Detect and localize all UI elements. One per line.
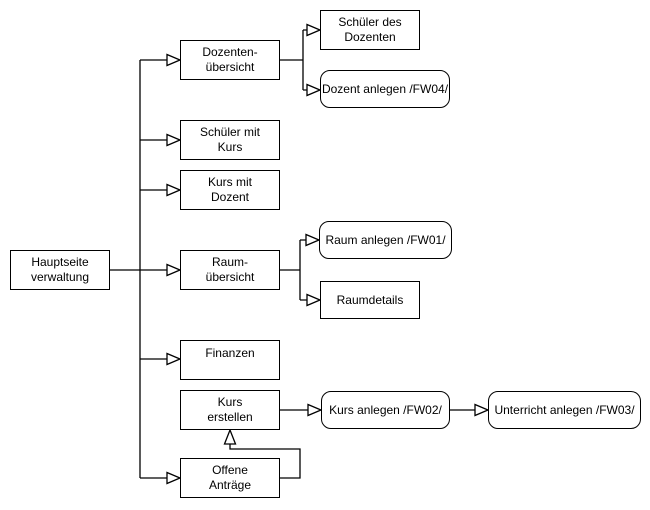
node-dozent-anlegen-fw04[interactable]: Dozent anlegen /FW04/	[320, 70, 450, 108]
node-label: Unterricht anlegen /FW03/	[494, 402, 635, 417]
node-raum-anlegen-fw01[interactable]: Raum anlegen /FW01/	[319, 221, 452, 259]
node-label: Raum anlegen /FW01/	[325, 232, 446, 247]
arrowhead-raumuebersicht	[166, 263, 182, 277]
arrowhead-offeneantraege	[166, 471, 182, 485]
node-label: Dozenten- übersicht	[202, 45, 258, 74]
arrowhead-kursmitdozent	[166, 183, 182, 197]
node-label: Dozent anlegen /FW04/	[321, 81, 449, 96]
arrowhead-unterrichtanlegen	[474, 403, 490, 417]
arrowhead-raumdetails	[306, 293, 322, 307]
arrowhead-schuelermitkurs	[166, 133, 182, 147]
arrowhead-raumanlegen	[305, 233, 321, 247]
node-label: Offene Anträge	[208, 463, 252, 492]
node-label: Raum- übersicht	[205, 255, 255, 284]
arrowhead-dozentenuebersicht	[166, 53, 182, 67]
node-hauptseite-verwaltung[interactable]: Hauptseite verwaltung	[10, 250, 110, 290]
node-raum-uebersicht[interactable]: Raum- übersicht	[180, 250, 280, 290]
edge-dozenten-children	[280, 29, 307, 91]
node-label: Kurs anlegen /FW02/	[329, 402, 442, 417]
node-label: Raumdetails	[336, 292, 404, 307]
edge-raum-children	[280, 239, 307, 301]
node-label: Hauptseite verwaltung	[30, 255, 90, 284]
node-dozenten-uebersicht[interactable]: Dozenten- übersicht	[180, 40, 280, 80]
node-schueler-des-dozenten[interactable]: Schüler des Dozenten	[320, 10, 420, 50]
node-kurs-erstellen[interactable]: Kurs erstellen	[180, 390, 280, 430]
node-unterricht-anlegen-fw03[interactable]: Unterricht anlegen /FW03/	[488, 391, 641, 429]
node-finanzen[interactable]: Finanzen	[180, 340, 280, 380]
node-label: Kurs mit Dozent	[207, 175, 252, 204]
node-label: Finanzen	[205, 346, 255, 360]
arrowhead-kursanlegen	[307, 403, 323, 417]
node-kurs-mit-dozent[interactable]: Kurs mit Dozent	[180, 170, 280, 210]
edge-offeneantraege-kurserstellen	[229, 444, 301, 479]
arrowhead-kurserstellen-bottom	[223, 428, 237, 445]
arrowhead-finanzen	[166, 352, 182, 366]
node-schueler-mit-kurs[interactable]: Schüler mit Kurs	[180, 120, 280, 160]
node-label: Schüler des Dozenten	[338, 15, 402, 44]
node-raumdetails[interactable]: Raumdetails	[320, 281, 420, 319]
node-label: Kurs erstellen	[207, 395, 253, 424]
node-offene-antraege[interactable]: Offene Anträge	[180, 458, 280, 498]
arrowhead-schuelerdesdozenten	[306, 23, 322, 37]
node-kurs-anlegen-fw02[interactable]: Kurs anlegen /FW02/	[321, 391, 450, 429]
arrowhead-dozentanlegen	[306, 83, 322, 97]
node-label: Schüler mit Kurs	[199, 125, 261, 154]
